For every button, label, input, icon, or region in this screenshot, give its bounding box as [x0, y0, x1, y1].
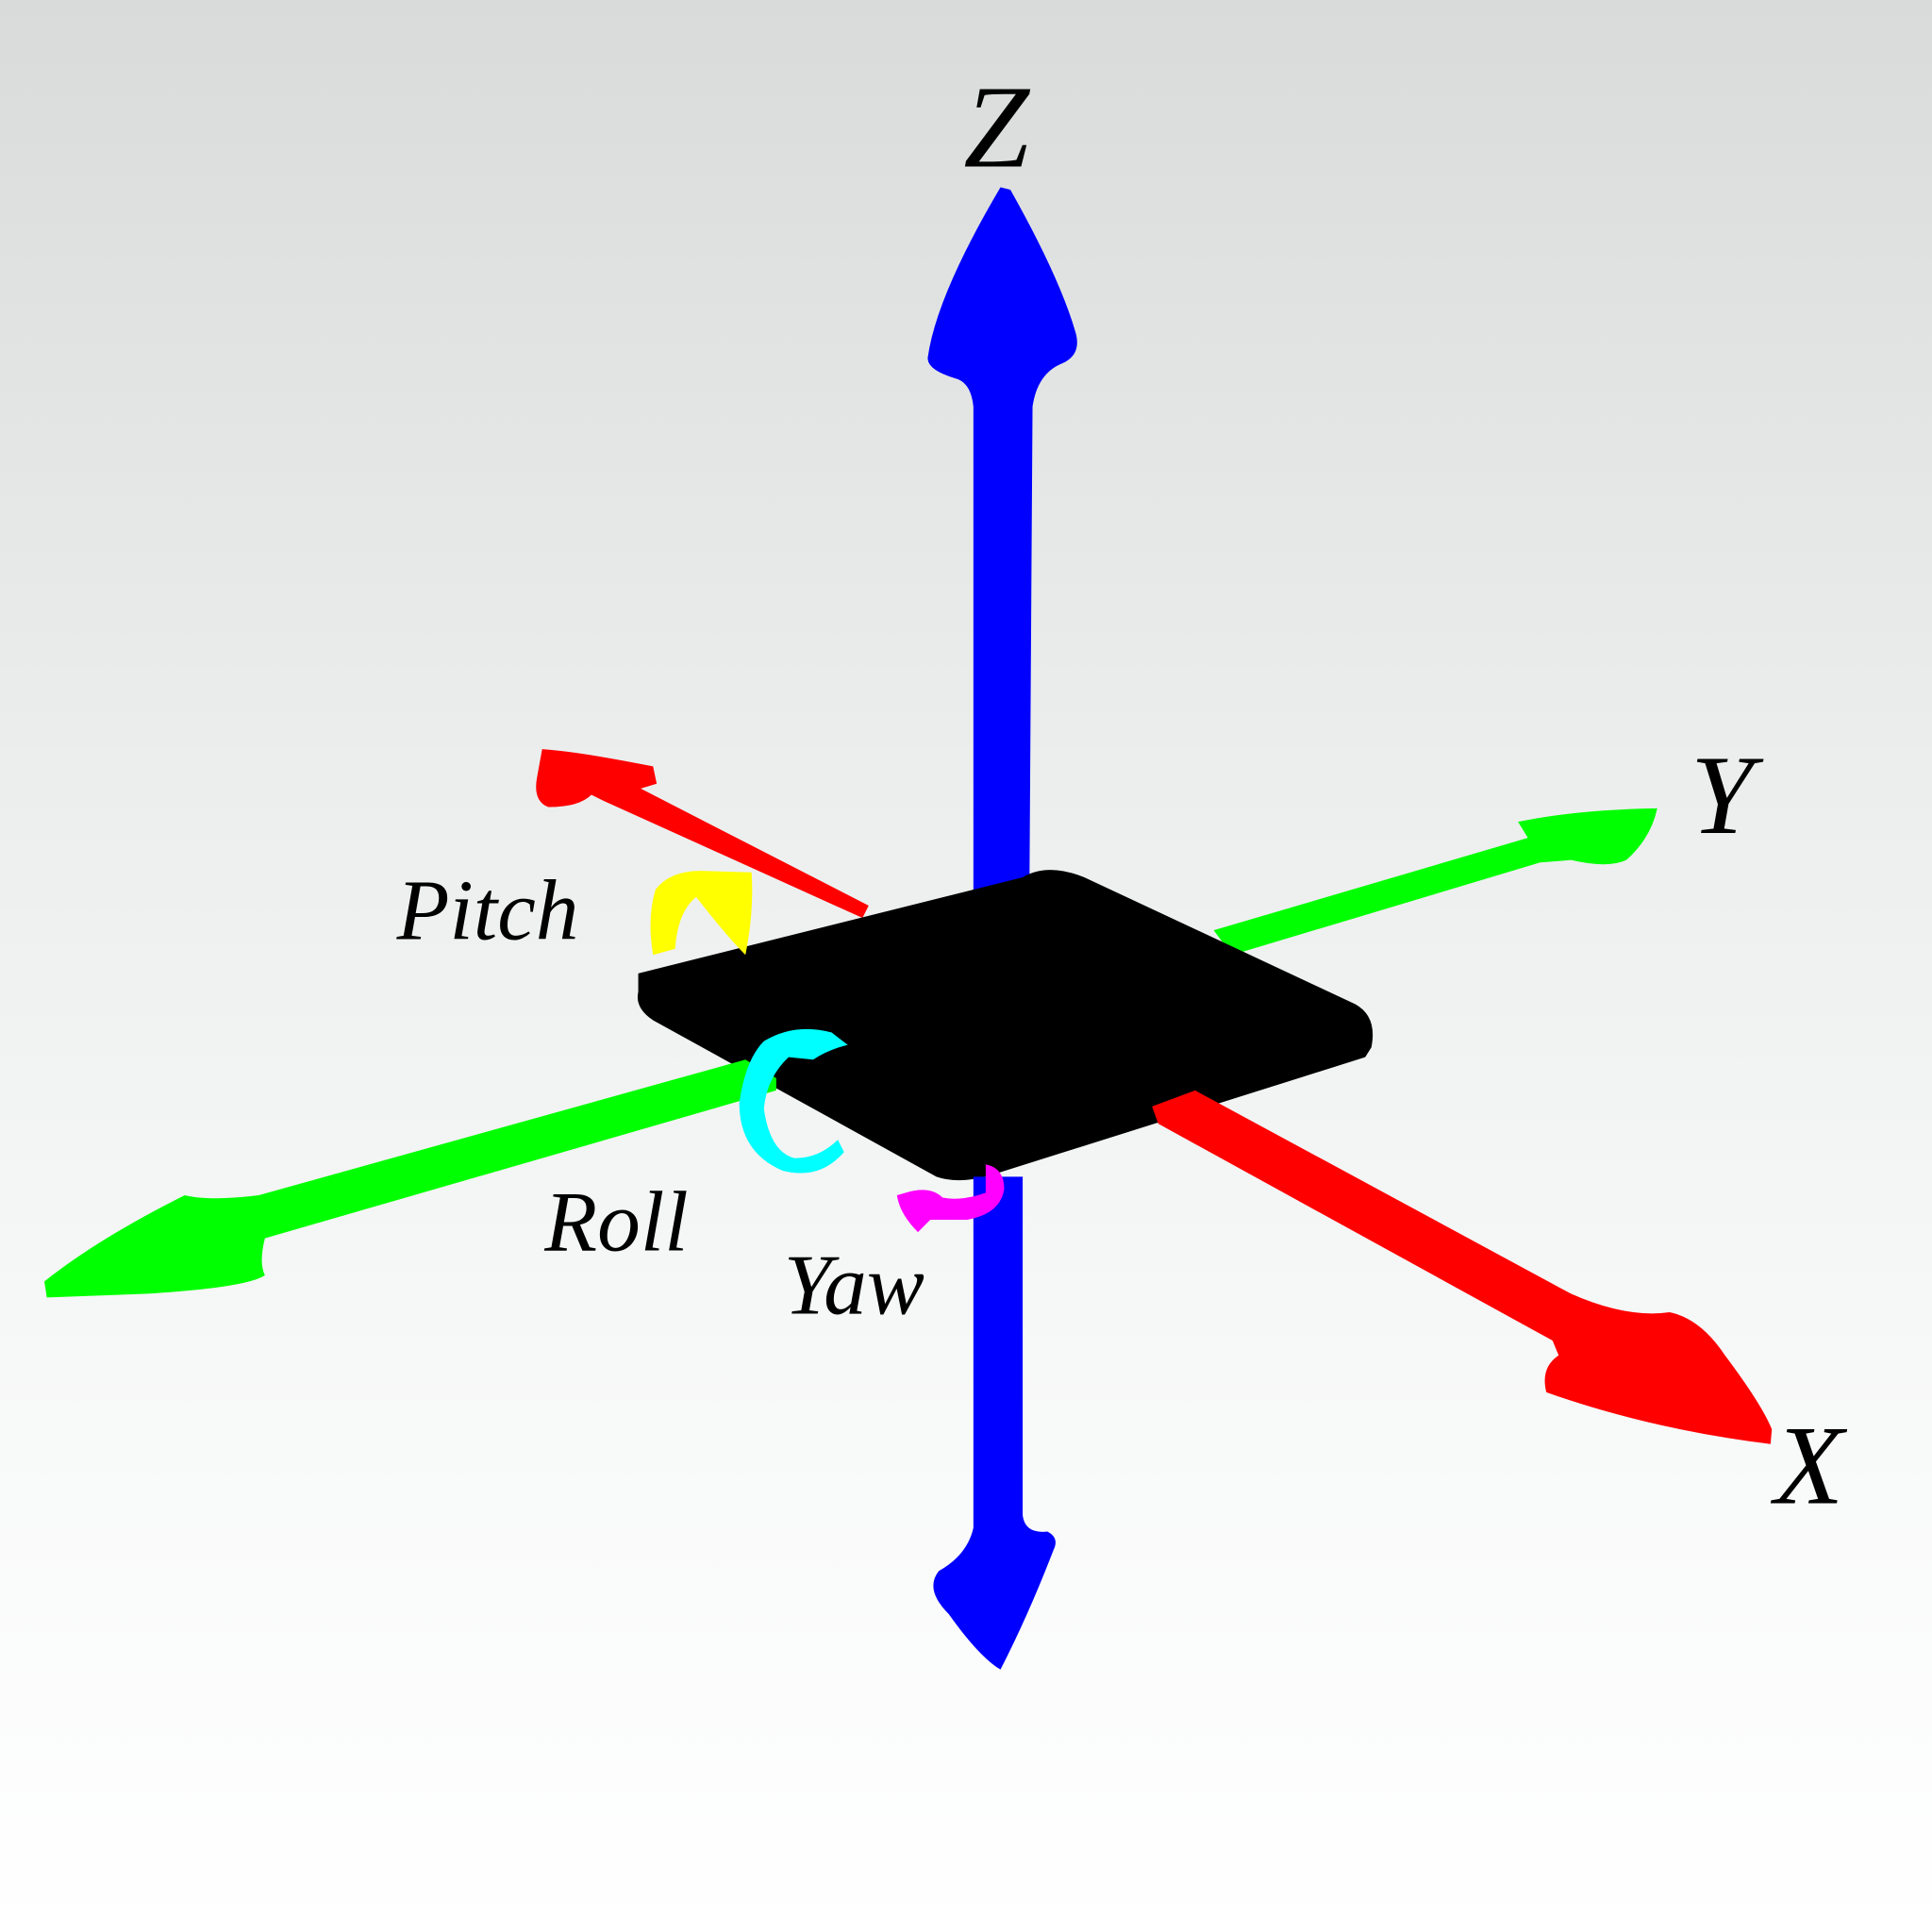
z-axis-down-arrow	[933, 1176, 1056, 1670]
x-axis-back-arrow	[536, 749, 869, 919]
roll-rotation-icon	[739, 1028, 848, 1174]
y-axis-label: Y	[1690, 732, 1764, 858]
z-axis-up-arrow	[927, 187, 1077, 996]
yaw-rotation-icon	[896, 1164, 1005, 1233]
roll-label: Roll	[543, 1174, 688, 1270]
pitch-label: Pitch	[396, 862, 579, 958]
z-axis-label: Z	[963, 61, 1030, 192]
yaw-label: Yaw	[784, 1237, 924, 1332]
x-axis-front-arrow	[1152, 1090, 1773, 1444]
pitch-rotation-icon	[650, 871, 753, 956]
y-axis-right-arrow	[1213, 808, 1657, 956]
y-axis-left-arrow	[44, 1059, 776, 1298]
x-axis-label: X	[1771, 1402, 1848, 1527]
